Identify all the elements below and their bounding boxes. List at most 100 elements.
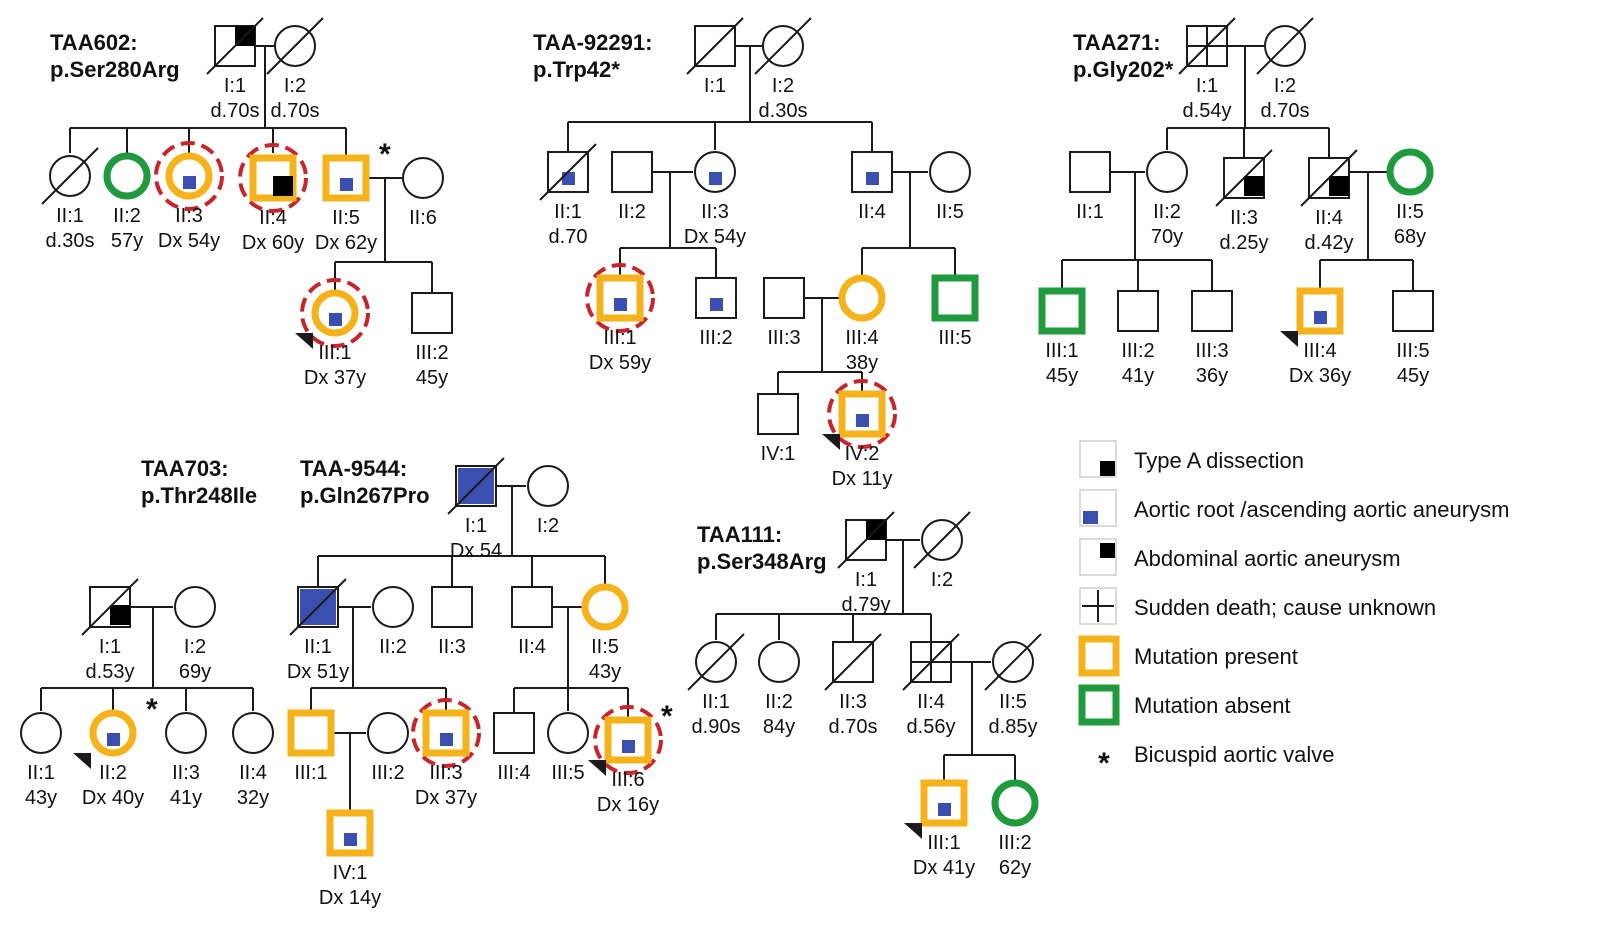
member-label: I:2: [284, 75, 306, 97]
pedigree-member: II:3: [431, 586, 473, 658]
member-label: d.85y: [989, 716, 1038, 738]
pedigree-member: II:2: [372, 586, 414, 658]
aneurysm-quadrant: [710, 298, 723, 311]
member-label: II:2: [113, 205, 141, 227]
member-label: Dx 40y: [82, 787, 144, 809]
deceased-slash: [913, 511, 971, 569]
aneurysm-quadrant: [1314, 311, 1327, 324]
member-label: I:1: [1196, 75, 1218, 97]
member-label: 57y: [111, 230, 143, 252]
deceased-slash: [824, 633, 882, 691]
pedigree-member: II:2 57y: [103, 152, 151, 252]
member-label: 36y: [1196, 365, 1228, 387]
pedigree-member: I:2: [527, 465, 569, 537]
analysis-marker: [593, 705, 663, 775]
member-label: I:1: [465, 515, 487, 537]
aneurysm-quadrant: [709, 172, 722, 185]
member-label: d.25y: [1220, 232, 1269, 254]
family-title: TAA111:p.Ser348Arg: [697, 522, 827, 574]
member-label: II:5: [591, 636, 619, 658]
member-label: III:1: [294, 762, 327, 784]
pedigree-member: II:4: [851, 151, 893, 223]
pedigree-member: *II:5Dx 62y: [315, 138, 391, 254]
family-title-line: p.Trp42*: [533, 57, 620, 82]
legend-label: Type A dissection: [1134, 448, 1304, 473]
aneurysm-quadrant: [866, 172, 879, 185]
family-title-line: p.Gln267Pro: [300, 483, 430, 508]
deceased-slash: [1178, 17, 1236, 75]
member-label: 45y: [1397, 365, 1429, 387]
pedigree-member: III:1Dx 37y: [295, 278, 370, 389]
pedigree-member: II:5: [929, 151, 971, 223]
male-symbol: [763, 277, 805, 319]
member-label: I:2: [184, 636, 206, 658]
member-label: II:3: [172, 762, 200, 784]
aneurysm-quadrant: [938, 803, 951, 816]
proband-arrow: [904, 823, 922, 839]
member-label: Dx 54y: [158, 230, 220, 252]
pedigree-member: IV:1: [757, 393, 799, 465]
family-title-line: TAA602:: [50, 30, 138, 55]
member-label: II:6: [409, 207, 437, 229]
deceased-slash: [289, 578, 347, 636]
legend-aneurysm-swatch: [1083, 511, 1098, 524]
pedigree-member: III:1Dx 59y: [585, 263, 655, 374]
female-symbol: [547, 712, 589, 754]
member-label: II:2: [765, 691, 793, 713]
member-label: 38y: [846, 352, 878, 374]
pedigree-member: IV:2Dx 11y: [822, 379, 897, 490]
deceased-slash: [837, 511, 895, 569]
female-symbol: [929, 151, 971, 193]
member-label: 41y: [1122, 365, 1154, 387]
proband-arrow: [295, 333, 313, 349]
member-label: Dx 51y: [287, 661, 349, 683]
pedigree-member: I:2d.30s: [754, 17, 812, 122]
proband-arrow: [1280, 331, 1298, 347]
female-symbol: [991, 779, 1039, 827]
family-title-line: TAA-92291:: [533, 30, 652, 55]
aneurysm-quadrant: [340, 178, 353, 191]
member-label: II:5: [332, 207, 360, 229]
pedigree-member: II:3d.25y: [1215, 149, 1273, 254]
member-label: III:6: [611, 769, 644, 791]
pedigree-member: I:1 Dx 54: [447, 457, 505, 562]
proband-arrow: [73, 753, 91, 769]
aneurysm-quadrant: [622, 740, 635, 753]
family-title-line: p.Thr248Ile: [141, 483, 257, 508]
pedigree-member: I:2d.70s: [266, 17, 324, 122]
pedigree-member: IV:1Dx 14y: [319, 809, 381, 909]
member-label: 45y: [416, 367, 448, 389]
member-label: Dx 54: [450, 540, 502, 562]
female-symbol: [232, 712, 274, 754]
female-symbol: [838, 274, 886, 322]
family-title-line: p.Ser348Arg: [697, 549, 827, 574]
legend-label: Mutation absent: [1134, 693, 1291, 718]
aneurysm-quadrant: [329, 313, 342, 326]
female-symbol: [367, 712, 409, 754]
member-label: I:2: [931, 569, 953, 591]
member-label: III:3: [767, 327, 800, 349]
member-label: d.90s: [692, 716, 741, 738]
member-label: d.70s: [829, 716, 878, 738]
member-label: d.53y: [86, 661, 135, 683]
male-symbol: [1392, 290, 1434, 332]
pedigree-member: III:4: [493, 712, 535, 784]
legend-item-absent: Mutation absent: [1078, 684, 1291, 726]
pedigree-member: II:1: [1069, 151, 1111, 223]
deceased-slash: [447, 457, 505, 515]
pedigree-member: II:4d.56y: [902, 633, 960, 738]
deceased-slash: [686, 17, 744, 75]
pedigree-member: I:1d.53y: [81, 578, 139, 683]
family-title-line: TAA111:: [697, 522, 782, 547]
pedigree-member: III:5: [547, 712, 589, 784]
member-label: II:1: [27, 762, 55, 784]
family-title: TAA-92291:p.Trp42*: [533, 30, 652, 82]
family-title-line: TAA703:: [141, 456, 229, 481]
legend-label: Bicuspid aortic valve: [1134, 742, 1335, 767]
